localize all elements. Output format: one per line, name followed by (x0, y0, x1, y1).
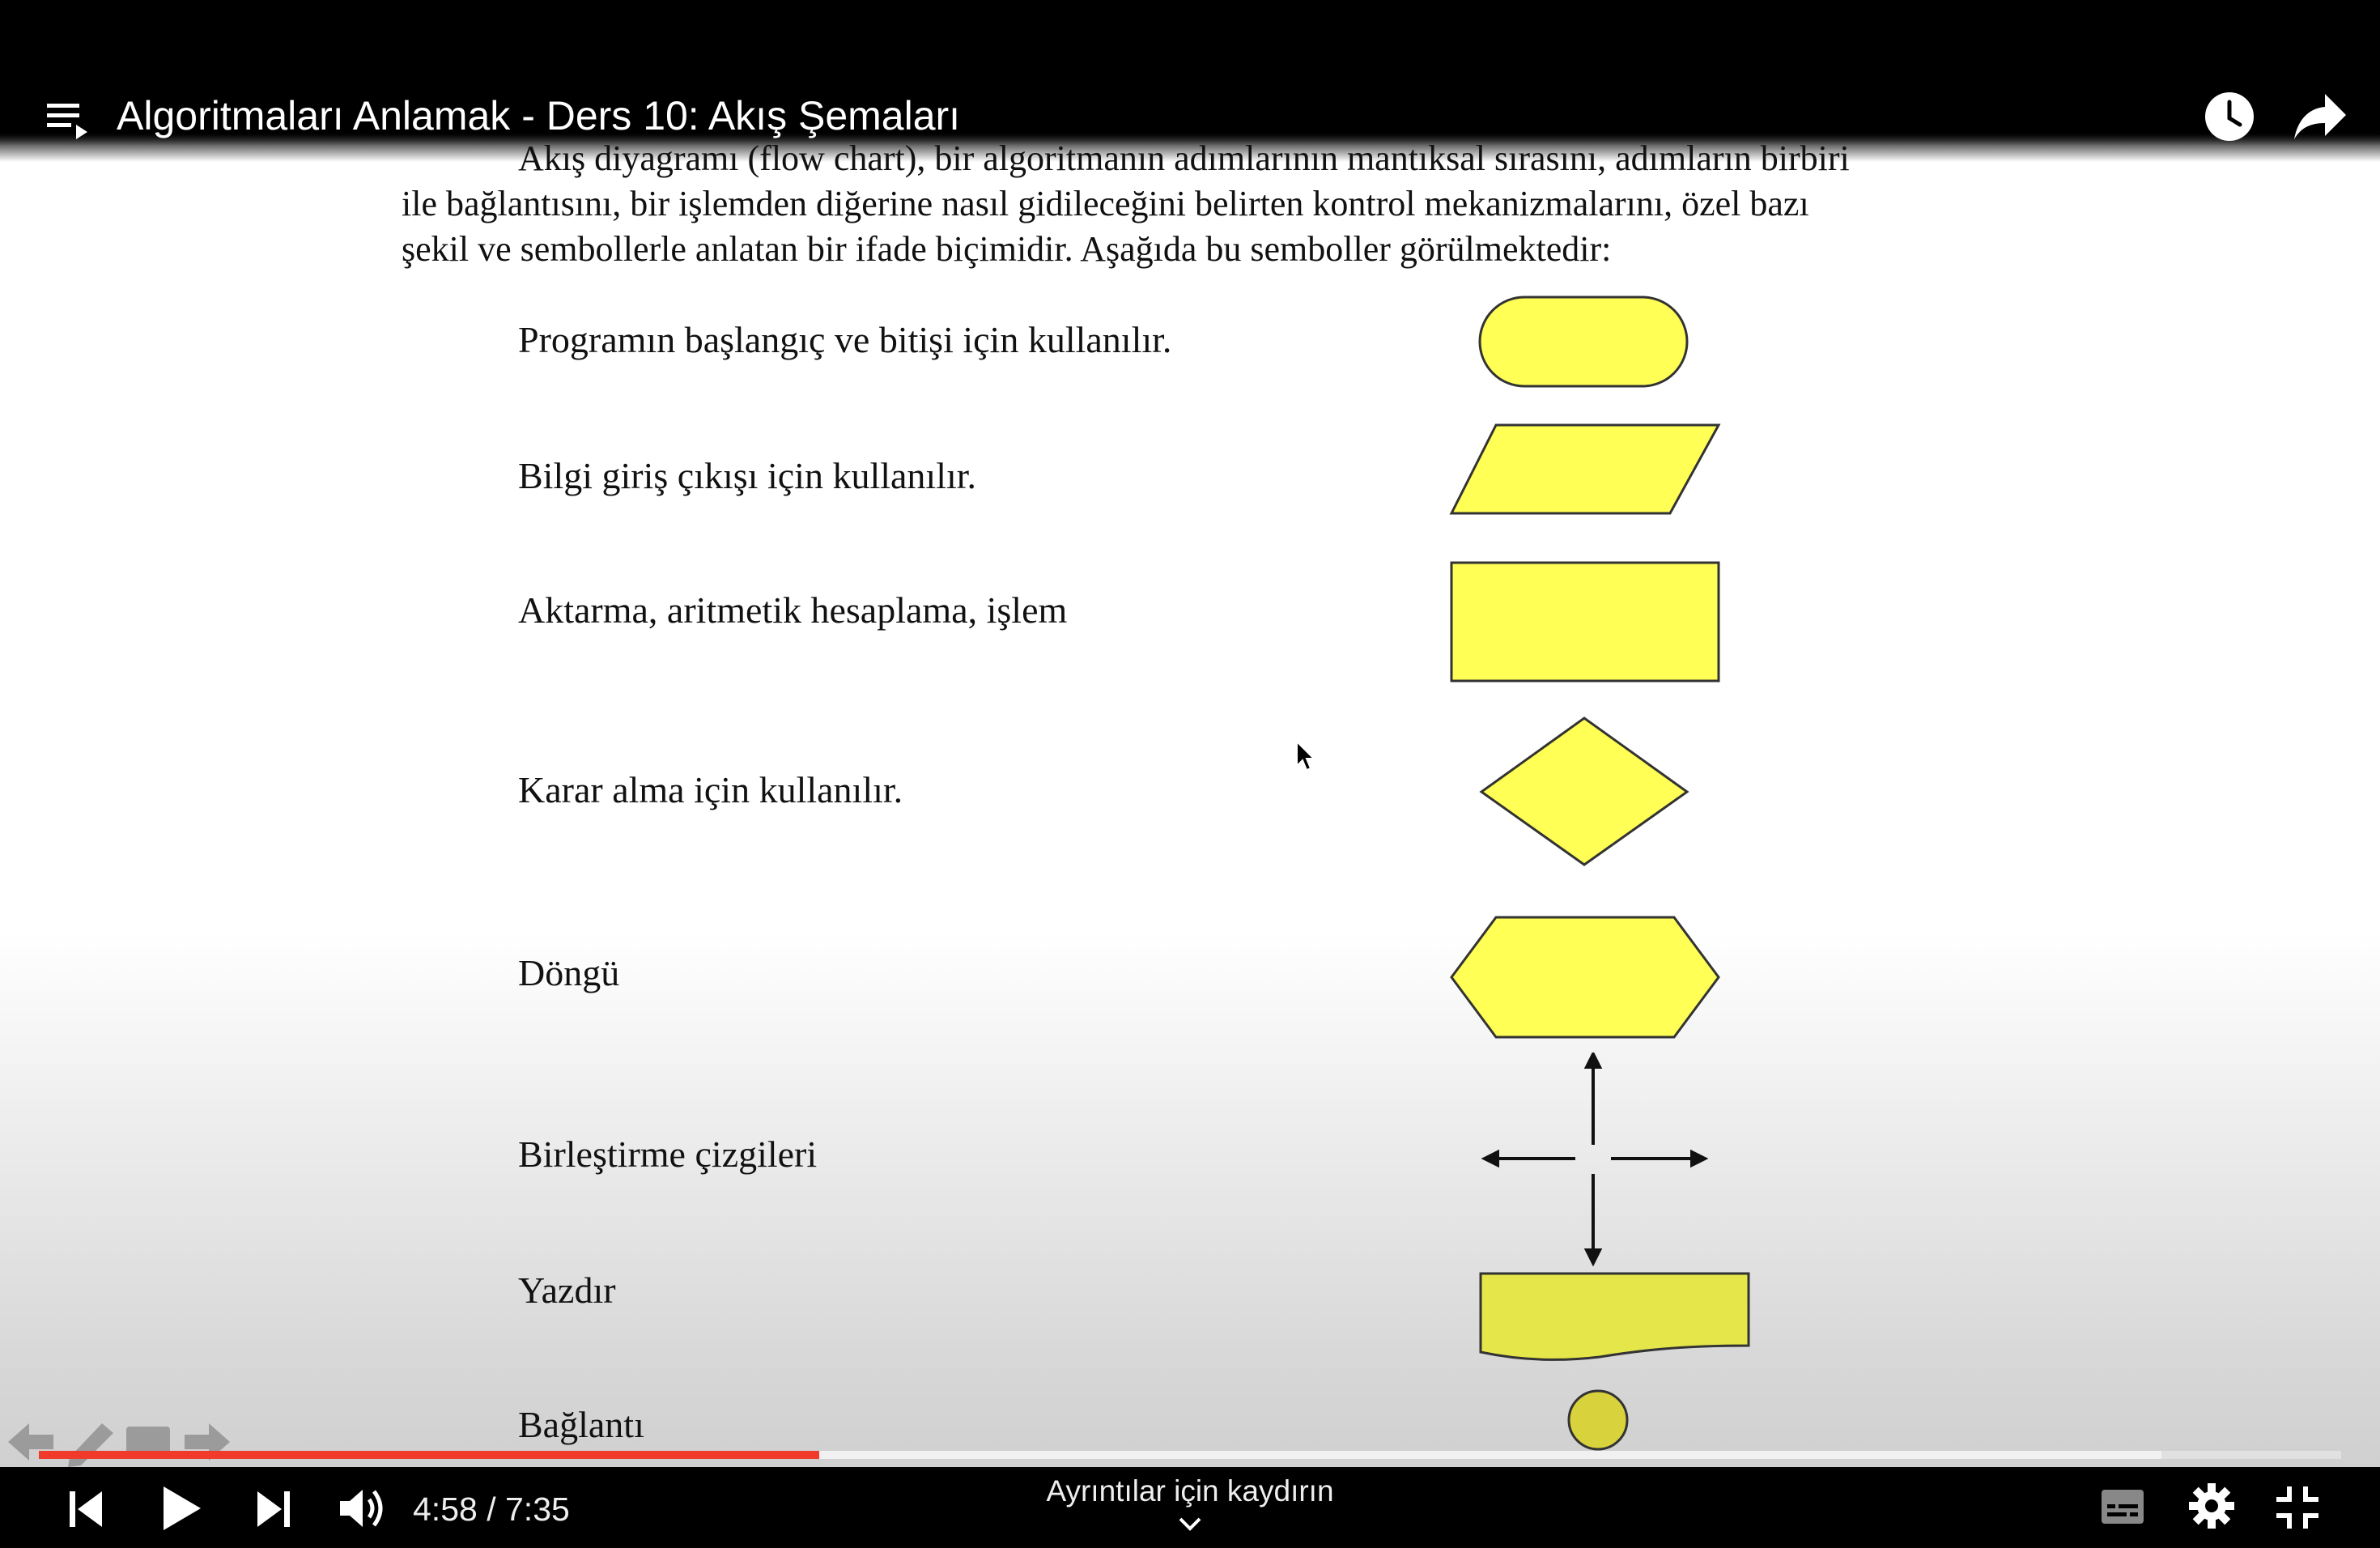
parallelogram-shape (1449, 423, 1721, 515)
symbol-label-connector-lines: Birleştirme çizgileri (518, 1133, 818, 1175)
progress-buffer (39, 1451, 2161, 1459)
rectangle-shape (1450, 561, 1720, 683)
video-title[interactable]: Algoritmaları Anlamak - Ders 10: Akış Şe… (117, 93, 961, 138)
connector-arrows-shape (1481, 1053, 1708, 1266)
share-icon[interactable] (2293, 92, 2348, 141)
top-bar: Algoritmaları Anlamak - Ders 10: Akış Şe… (0, 0, 2380, 146)
symbol-label-process: Aktarma, aritmetik hesaplama, işlem (518, 589, 1068, 631)
symbol-label-print: Yazdır (518, 1269, 616, 1311)
progress-played[interactable] (39, 1451, 819, 1459)
chevron-down-icon[interactable] (1175, 1514, 1205, 1533)
hexagon-shape (1450, 916, 1720, 1039)
symbol-label-loop: Döngü (518, 952, 620, 993)
total-time: 7:35 (505, 1491, 570, 1528)
symbol-label-terminal: Programın başlangıç ve bitişi için kulla… (518, 319, 1172, 360)
symbol-label-io: Bilgi giriş çıkışı için kullanılır. (518, 455, 977, 496)
diamond-shape (1479, 717, 1689, 866)
document-shape (1479, 1272, 1750, 1361)
subtitles-icon[interactable] (2100, 1486, 2145, 1527)
player-controls: 4:58 / 7:35 Ayrıntılar için kaydırın (0, 1467, 2380, 1548)
intro-line-2: ile bağlantısını, bir işlemden diğerine … (402, 184, 1809, 223)
settings-icon[interactable] (2187, 1482, 2236, 1530)
exit-fullscreen-icon[interactable] (2273, 1483, 2322, 1532)
intro-line-3: şekil ve sembollerle anlatan bir ifade b… (402, 229, 1612, 269)
volume-icon[interactable] (337, 1483, 387, 1533)
symbol-label-connection: Bağlantı (518, 1404, 644, 1445)
play-icon[interactable] (157, 1483, 204, 1533)
previous-icon[interactable] (65, 1486, 107, 1532)
symbol-label-decision: Karar alma için kullanılır. (518, 769, 903, 810)
terminal-shape (1478, 296, 1689, 388)
annotation-tools-icon (8, 1423, 230, 1467)
current-time: 4:58 (413, 1491, 478, 1528)
time-separator: / (477, 1491, 505, 1528)
watch-later-icon[interactable] (2204, 91, 2255, 142)
circle-shape (1567, 1389, 1629, 1451)
next-icon[interactable] (253, 1486, 295, 1532)
time-display: 4:58 / 7:35 (413, 1486, 570, 1532)
playlist-icon[interactable] (45, 99, 91, 141)
mouse-cursor-icon (1296, 740, 1316, 772)
swipe-hint[interactable]: Ayrıntılar için kaydırın (1046, 1474, 1334, 1508)
